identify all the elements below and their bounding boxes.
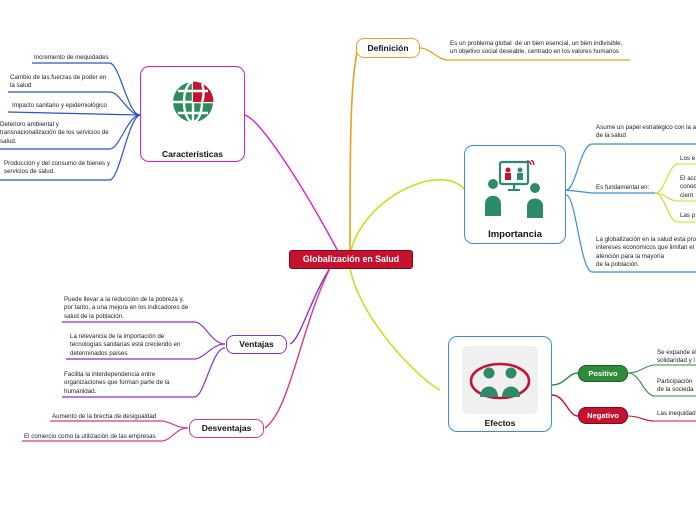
efectos-node[interactable]: Efectos	[448, 336, 552, 432]
importancia-item-1[interactable]: Asume un papel estratégico con la at de …	[596, 124, 696, 140]
desventajas-item-1[interactable]: Aumento de la brecha de desigualdad	[52, 413, 157, 420]
importancia-node[interactable]: Importancia	[464, 145, 566, 244]
globe-icon	[173, 80, 214, 124]
efectos-label: Efectos	[484, 418, 516, 428]
importancia-sub-1[interactable]: Los e	[680, 155, 696, 162]
importancia-sub-3[interactable]: Las p	[680, 212, 696, 219]
caracteristicas-label: Características	[162, 149, 223, 159]
importancia-sub-2[interactable]: El acc conoc cient	[680, 175, 696, 199]
caracteristicas-item-5[interactable]: Producción y del consumo de bienes y ser…	[4, 160, 110, 176]
negativo-item-1[interactable]: Las inequidad	[657, 410, 696, 417]
ventajas-item-2[interactable]: La relevancia de la importación de tecno…	[70, 333, 181, 357]
importancia-item-2[interactable]: Es fundamental en:	[596, 184, 650, 191]
positivo-item-2[interactable]: Participación de la socieda	[657, 378, 694, 394]
definicion-node[interactable]: Definición	[356, 38, 420, 58]
importancia-label: Importancia	[488, 229, 542, 240]
definicion-label: Definición	[367, 43, 409, 53]
caracteristicas-item-2[interactable]: Cambio de las fuerzas de poder en la sal…	[10, 74, 107, 90]
desventajas-node[interactable]: Desventajas	[189, 419, 264, 438]
video-conference-icon	[485, 160, 543, 218]
caracteristicas-item-1[interactable]: Incremento de inequidades	[34, 54, 109, 61]
definicion-text[interactable]: Es un problema global de un bien esencia…	[450, 40, 623, 56]
people-network-icon	[469, 362, 531, 400]
ventajas-label: Ventajas	[239, 339, 274, 349]
ventajas-item-1[interactable]: Puede llevar a la reducción de la pobrez…	[64, 296, 189, 320]
desventajas-label: Desventajas	[201, 423, 252, 433]
caracteristicas-item-4[interactable]: Deterioro ambiental y transnacionalizaci…	[0, 121, 109, 145]
ventajas-node[interactable]: Ventajas	[226, 335, 287, 354]
caracteristicas-node[interactable]: Características	[140, 66, 245, 162]
caracteristicas-item-3[interactable]: Impacto sanitario y epidemiológico	[12, 102, 107, 109]
efectos-icon-tile	[462, 346, 538, 414]
central-topic[interactable]: Globalización en Salud	[289, 250, 413, 269]
desventajas-item-2[interactable]: El comercio como la utilización de las e…	[24, 433, 156, 440]
negativo-node[interactable]: Negativo	[578, 407, 628, 424]
importancia-item-3[interactable]: La globalización en la salud esta pro in…	[596, 236, 696, 269]
positivo-item-1[interactable]: Se expande el solidaridad y l	[657, 349, 696, 365]
ventajas-item-3[interactable]: Facilita la interdependencia entre organ…	[64, 371, 170, 395]
positivo-node[interactable]: Positivo	[578, 365, 628, 382]
